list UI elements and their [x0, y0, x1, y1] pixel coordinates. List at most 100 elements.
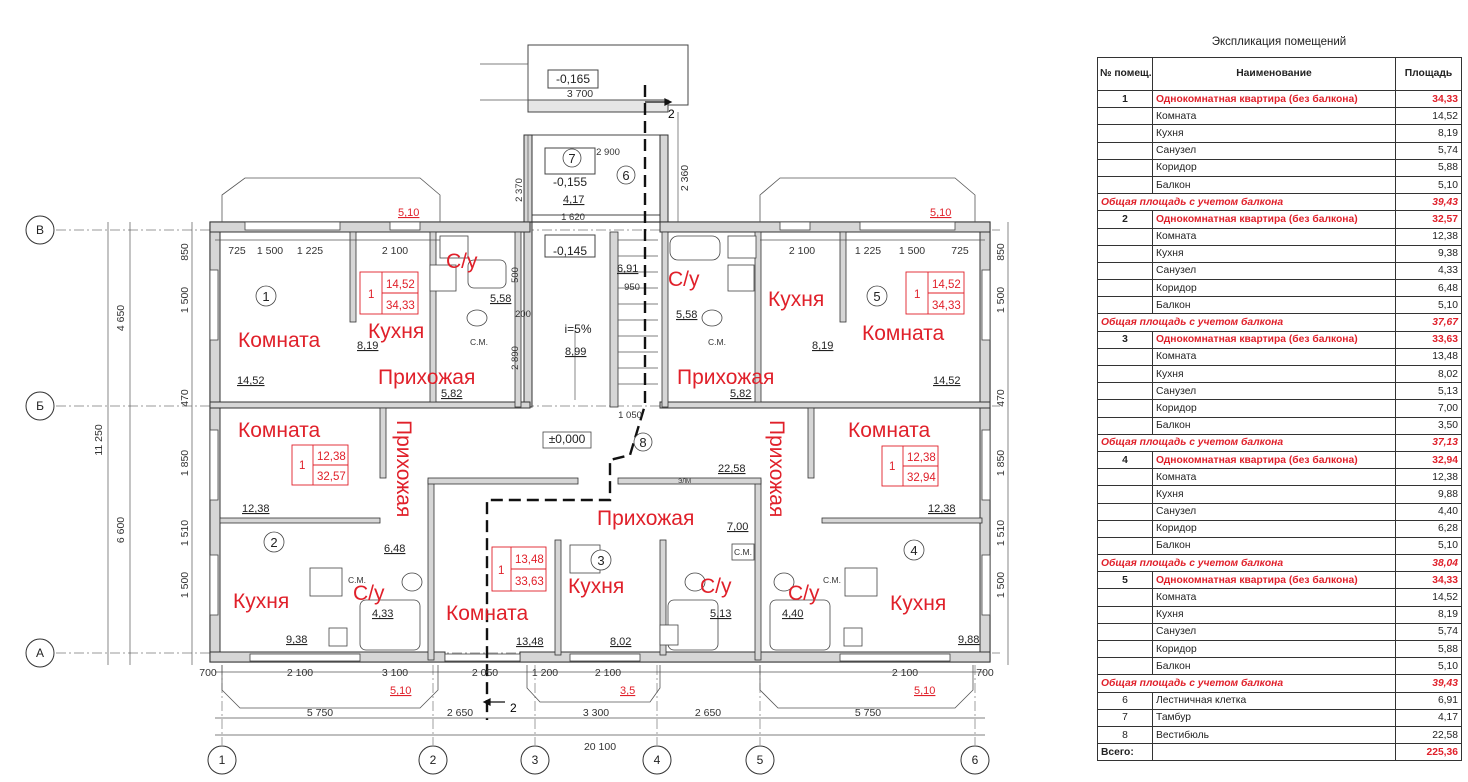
table-header: № помещ. Наименование Площадь: [1097, 57, 1462, 91]
area-a2-room: 12,38: [242, 503, 270, 515]
dim-sub-6: 2 100: [595, 667, 621, 679]
apt-no-3: 3: [597, 553, 604, 568]
room-name-a1-kit: Кухня: [368, 320, 424, 343]
common-name: Тамбур: [1152, 708, 1396, 727]
windows: [209, 221, 991, 662]
sm-note-1: С.М.: [470, 337, 488, 347]
stair-bubbles: [562, 148, 653, 452]
apartment-area: 34,33: [1395, 89, 1462, 109]
apartment-area: 33,63: [1395, 330, 1462, 349]
room-name: Санузел: [1152, 622, 1396, 642]
tag5-b: 34,33: [932, 300, 961, 312]
tag3-n: 1: [498, 565, 504, 577]
total-label: Общая площадь с учетом балкона: [1097, 193, 1396, 212]
apartment-name: Однокомнатная квартира (без балкона): [1152, 571, 1396, 590]
tag4-n: 1: [889, 461, 895, 473]
room-area: 8,02: [1395, 364, 1462, 384]
area-a3-su: 5,13: [710, 608, 731, 620]
room-num: [1097, 296, 1153, 315]
area-stair: 6,91: [617, 263, 638, 275]
common-name: Вестибюль: [1152, 725, 1396, 745]
balc-area-bl: 5,10: [390, 685, 411, 697]
room-name: Кухня: [1152, 605, 1396, 624]
apartment-area: 32,57: [1395, 210, 1462, 229]
dim-overall: 20 100: [584, 741, 616, 753]
tag2-b: 32,57: [317, 471, 346, 483]
room-area: 5,88: [1395, 639, 1462, 659]
room-name-a4-su: С/у: [788, 582, 820, 605]
dim-top-right-4: 725: [951, 245, 969, 257]
axis-label-v: В: [36, 223, 44, 237]
total-label: Общая площадь с учетом балкона: [1097, 433, 1396, 452]
dim-entry-4: 2 360: [679, 165, 691, 191]
room-no-6: 6: [622, 168, 629, 183]
dim-left-outer-2: 11 250: [93, 424, 105, 455]
grand-total-label: Всего:: [1097, 743, 1153, 762]
room-name: Коридор: [1152, 519, 1396, 538]
stairs: [574, 239, 658, 400]
total-area: 39,43: [1395, 193, 1462, 212]
area-a1-room: 14,52: [237, 375, 265, 387]
dimension-lines: [107, 99, 1009, 736]
dim-left-1: 850: [179, 243, 191, 261]
apt-no-5: 5: [873, 289, 880, 304]
room-area: 5,10: [1395, 175, 1462, 195]
room-num: [1097, 485, 1153, 504]
apartment-num: 4: [1097, 450, 1153, 470]
axis-label-5: 5: [757, 753, 764, 767]
room-name: Санузел: [1152, 141, 1396, 160]
dim-entry-6: 500: [510, 267, 521, 283]
room-name: Коридор: [1152, 279, 1396, 298]
tag1-b: 34,33: [386, 300, 415, 312]
sm-note-5: С.М.: [823, 575, 841, 585]
common-num: 8: [1097, 725, 1153, 745]
dim-sub-1: 700: [199, 667, 217, 679]
dim-entry-2: 2 900: [596, 147, 620, 158]
room-area: 5,13: [1395, 382, 1462, 401]
area-a2-kit: 9,38: [286, 634, 307, 646]
room-name-a5-kit: Кухня: [768, 288, 824, 311]
apt-bubbles: [255, 285, 925, 571]
common-num: 7: [1097, 708, 1153, 727]
dim-sub-4: 2 050: [472, 667, 498, 679]
balc-area-tl: 5,10: [398, 207, 419, 219]
dim-top-right-2: 1 225: [855, 245, 881, 257]
slope-note: i=5%: [564, 322, 591, 336]
room-name: Кухня: [1152, 124, 1396, 143]
dim-sub-8: 700: [976, 667, 994, 679]
axis-label-1: 1: [219, 753, 226, 767]
room-name-a1-hall: Прихожая: [378, 366, 475, 389]
area-a5-room: 14,52: [933, 375, 961, 387]
area-a5-su: 5,58: [676, 309, 697, 321]
dim-top-right-3: 1 500: [899, 245, 925, 257]
room-name-a3-hall: Прихожая: [597, 507, 694, 530]
apt-no-2: 2: [270, 535, 277, 550]
elem-note: ЭЛМ: [678, 479, 691, 485]
dim-entry-7: 200: [515, 309, 531, 320]
common-area: 22,58: [1395, 725, 1462, 745]
room-name-a4-kit: Кухня: [890, 592, 946, 615]
area-vest: 22,58: [718, 463, 746, 475]
apartment-num: 1: [1097, 89, 1153, 109]
room-area: 8,19: [1395, 605, 1462, 624]
room-name: Кухня: [1152, 244, 1396, 263]
apartment-num: 2: [1097, 210, 1153, 229]
room-name-a2-hall-v: Прихожая: [392, 420, 415, 517]
sm-note-4: С.М.: [734, 547, 752, 557]
area-a2-hall: 6,48: [384, 543, 405, 555]
tag4-a: 12,38: [907, 452, 936, 464]
tag2-n: 1: [299, 460, 305, 472]
room-name: Санузел: [1152, 502, 1396, 521]
area-a2-su: 4,33: [372, 608, 393, 620]
header-num: № помещ.: [1097, 57, 1153, 91]
